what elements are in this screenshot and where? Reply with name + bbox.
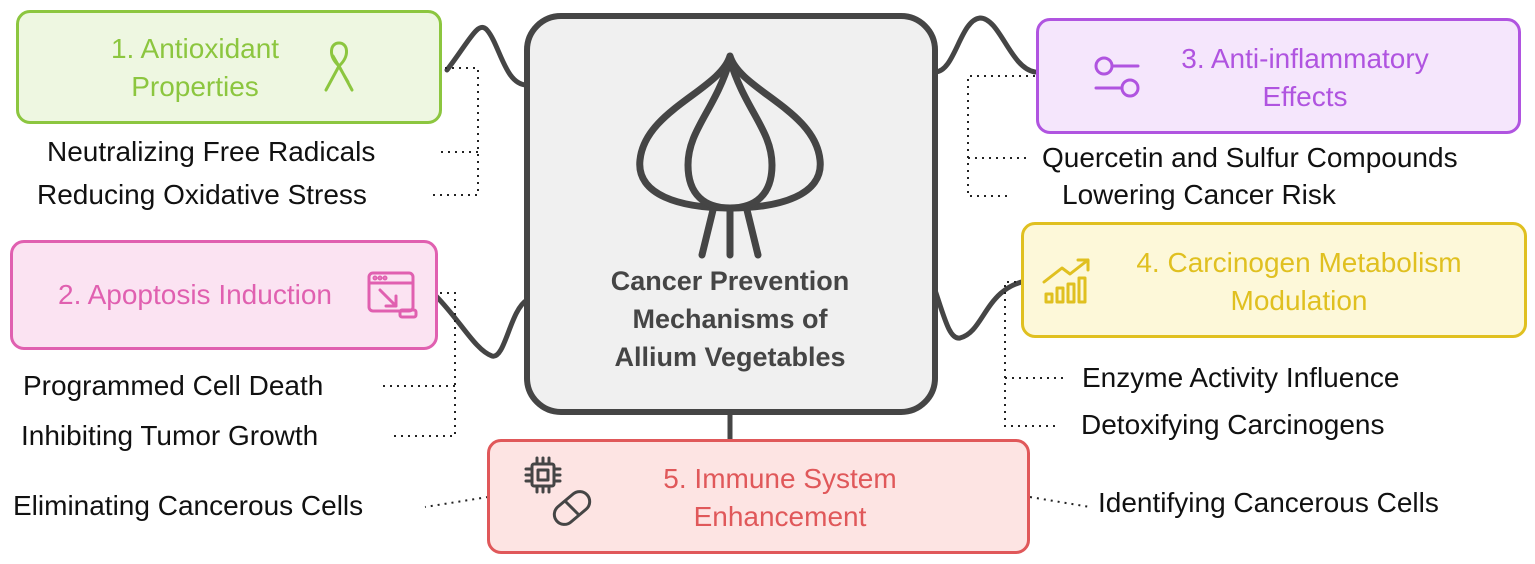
- branch-3-box: [1036, 18, 1521, 134]
- leader-5b: [1029, 496, 1091, 508]
- item-reducing-oxidative-stress: Reducing Oxidative Stress: [37, 179, 367, 210]
- ribbon-icon: [324, 41, 354, 92]
- branch-1-title: 1. Antioxidant Properties: [60, 30, 330, 106]
- branch-4-title: 4. Carcinogen Metabolism Modulation: [1100, 244, 1498, 320]
- branch-3-title-line-1: 3. Anti-inflammatory: [1181, 43, 1429, 74]
- branch-1-title-line-2: Properties: [131, 71, 259, 102]
- branch-5-title-line-2: Enhancement: [693, 501, 867, 532]
- connector-2: [432, 292, 530, 359]
- leader-4: [1004, 281, 1065, 427]
- leader-2: [378, 292, 456, 437]
- branch-2-title-line-1: 2. Apoptosis Induction: [58, 279, 332, 310]
- branch-4-box: [1021, 222, 1527, 338]
- window-arrow-icon: [367, 271, 418, 319]
- item-programmed-cell-death: Programmed Cell Death: [23, 370, 324, 401]
- microchip-pill-icon: [524, 456, 592, 526]
- garlic-bulb-icon: [636, 52, 824, 259]
- leader-5a: [424, 496, 489, 508]
- branch-1-title-line-1: 1. Antioxidant: [110, 33, 280, 64]
- center-title-line-3: Allium Vegetables: [614, 342, 846, 372]
- item-quercetin-sulfur: Quercetin and Sulfur Compounds: [1042, 142, 1458, 173]
- item-lowering-cancer-risk: Lowering Cancer Risk: [1062, 179, 1336, 210]
- connector-3: [932, 15, 1038, 75]
- growth-chart-icon: [1042, 258, 1090, 304]
- branch-5-title: 5. Immune System Enhancement: [630, 460, 930, 536]
- branch-2-title: 2. Apoptosis Induction: [30, 276, 360, 314]
- item-enzyme-activity: Enzyme Activity Influence: [1082, 362, 1400, 393]
- toggle-switches-icon: [1094, 56, 1140, 98]
- item-eliminating-cancerous-cells: Eliminating Cancerous Cells: [13, 490, 364, 521]
- center-title-line-2: Mechanisms of: [632, 304, 828, 334]
- branch-4-title-line-2: Modulation: [1230, 285, 1368, 316]
- branch-5-box: [487, 439, 1030, 554]
- item-neutralizing-free-radicals: Neutralizing Free Radicals: [47, 136, 376, 167]
- leader-3: [967, 75, 1035, 197]
- item-inhibiting-tumor-growth: Inhibiting Tumor Growth: [21, 420, 319, 451]
- branch-3-title: 3. Anti-inflammatory Effects: [1150, 40, 1460, 116]
- branch-3-title-line-2: Effects: [1262, 81, 1348, 112]
- center-title-line-1: Cancer Prevention: [610, 266, 850, 296]
- center-title: Cancer Prevention Mechanisms of Allium V…: [530, 262, 930, 376]
- connector-4: [932, 277, 1035, 341]
- branch-2-box: [10, 240, 438, 350]
- connector-1: [444, 25, 530, 88]
- item-detoxifying-carcinogens: Detoxifying Carcinogens: [1081, 409, 1385, 440]
- branch-5-title-line-1: 5. Immune System: [663, 463, 897, 494]
- item-identifying-cancerous-cells: Identifying Cancerous Cells: [1098, 487, 1439, 518]
- branch-1-box: [16, 10, 442, 124]
- branch-4-title-line-1: 4. Carcinogen Metabolism: [1136, 247, 1462, 278]
